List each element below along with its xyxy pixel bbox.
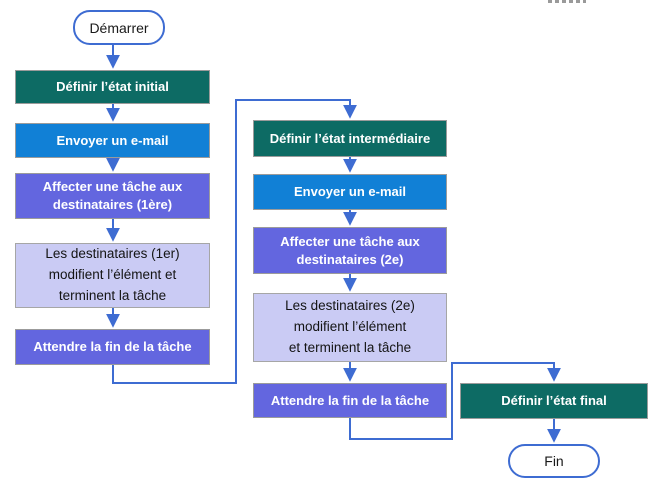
node-recipients-modify-2: Les destinataires (2e) modifient l’éléme…: [253, 293, 447, 362]
node-assign-task-2: Affecter une tâche aux destinataires (2e…: [253, 227, 447, 274]
node-send-email-2: Envoyer un e-mail: [253, 174, 447, 210]
node-wait-task-end-2: Attendre la fin de la tâche: [253, 383, 447, 418]
node-define-intermediate-state: Définir l’état intermédiaire: [253, 120, 447, 157]
node-define-initial-state: Définir l’état initial: [15, 70, 210, 104]
node-wait-task-end-1: Attendre la fin de la tâche: [15, 329, 210, 365]
node-recipients-modify-1: Les destinataires (1er) modifient l’élém…: [15, 243, 210, 308]
node-send-email-1: Envoyer un e-mail: [15, 123, 210, 158]
node-assign-task-1: Affecter une tâche aux destinataires (1è…: [15, 173, 210, 219]
connector-wait1-to-intermediate: [112, 99, 357, 384]
node-define-final-state: Définir l’état final: [460, 383, 648, 419]
start-node: Démarrer: [73, 10, 165, 45]
end-node: Fin: [508, 444, 600, 478]
clipped-text-fragment: [548, 0, 586, 3]
connector-wait2-to-final: [349, 362, 561, 440]
